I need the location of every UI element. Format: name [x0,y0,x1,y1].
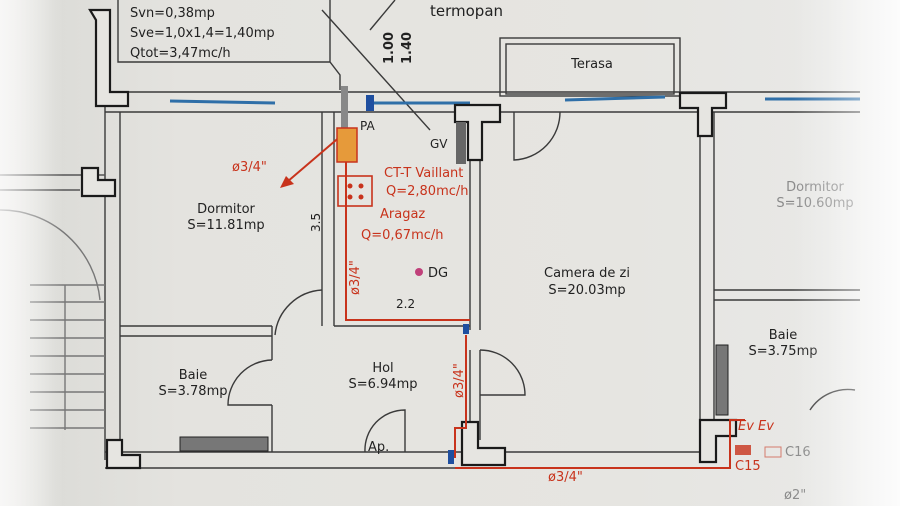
info-svn: Svn=0,38mp [130,6,215,21]
info-sve: Sve=1,0x1,4=1,40mp [130,26,275,41]
gas-pipe-main: ø2" [784,488,807,503]
shaft-gv [456,122,466,164]
room-baie2-area: S=3.75mp [748,344,818,359]
door-swing [0,209,101,301]
room-living-area: S=20.03mp [548,283,626,298]
gas-pipe-label-b: ø3/4" [348,260,363,295]
stove [337,175,373,207]
windows [169,95,860,105]
gas-meters: Ev Ev [738,419,774,434]
room-baie-name: Baie [178,368,208,383]
vent-pa [366,95,374,111]
bath-fixture [715,344,729,416]
label-entrance: Ap. [368,440,390,455]
stairs [30,284,105,430]
room-dormitor2-name: Dormitor [786,180,844,195]
label-pa: PA [360,119,375,133]
valve [463,324,469,334]
label-gv: GV [430,137,448,151]
info-qtot: Qtot=3,47mc/h [130,46,231,61]
door-swing [227,359,273,406]
meter-c16 [764,446,782,458]
room-dormitor-area: S=11.81mp [187,218,265,233]
exterior-wall-left [104,100,121,460]
door-swing [479,349,526,396]
door-swing [274,289,323,336]
window-height: 1.40 [400,31,415,64]
gas-boiler-flow: Q=2,80mc/h [386,184,469,199]
gas-stove-flow: Q=0,67mc/h [361,228,444,243]
room-hol-name: Hol [372,361,394,376]
gas-pipe-label-a: ø3/4" [232,160,267,175]
exterior-wall-bottom [105,451,715,469]
detector-dg [415,268,423,276]
boiler-ct [336,127,358,163]
door-swing [809,388,856,411]
window-note: termopan [430,2,504,20]
room-dormitor-name: Dormitor [197,202,255,217]
room-hol-area: S=6.94mp [348,377,418,392]
room-baie2-name: Baie [768,328,798,343]
partition-right [699,112,715,420]
bathtub [179,436,269,452]
leader-line [321,0,431,131]
valve [448,450,454,464]
gas-pipe-label-c: ø3/4" [452,363,467,398]
gas-counter-c15: C15 [735,459,761,474]
meter-c15 [735,445,751,455]
room-living-name: Camera de zi [544,266,630,281]
gas-stove-name: Aragaz [380,207,426,222]
partition-kitchen-living [469,112,481,440]
door-swing [513,111,561,161]
room-terasa-name: Terasa [571,57,613,72]
dim-3-5: 3.5 [309,212,323,232]
window-width: 1.00 [382,31,397,64]
gas-counter-c16: C16 [785,445,811,460]
dim-2-2: 2.2 [396,297,416,311]
partition-right-bath [714,289,860,301]
gas-pipes [286,130,745,469]
gas-pipe-label-d: ø3/4" [548,470,583,485]
gas-boiler-name: CT-T Vaillant [384,166,464,181]
room-baie-area: S=3.78mp [158,384,228,399]
room-dormitor2-area: S=10.60mp [776,196,854,211]
label-dg: DG [428,266,449,281]
